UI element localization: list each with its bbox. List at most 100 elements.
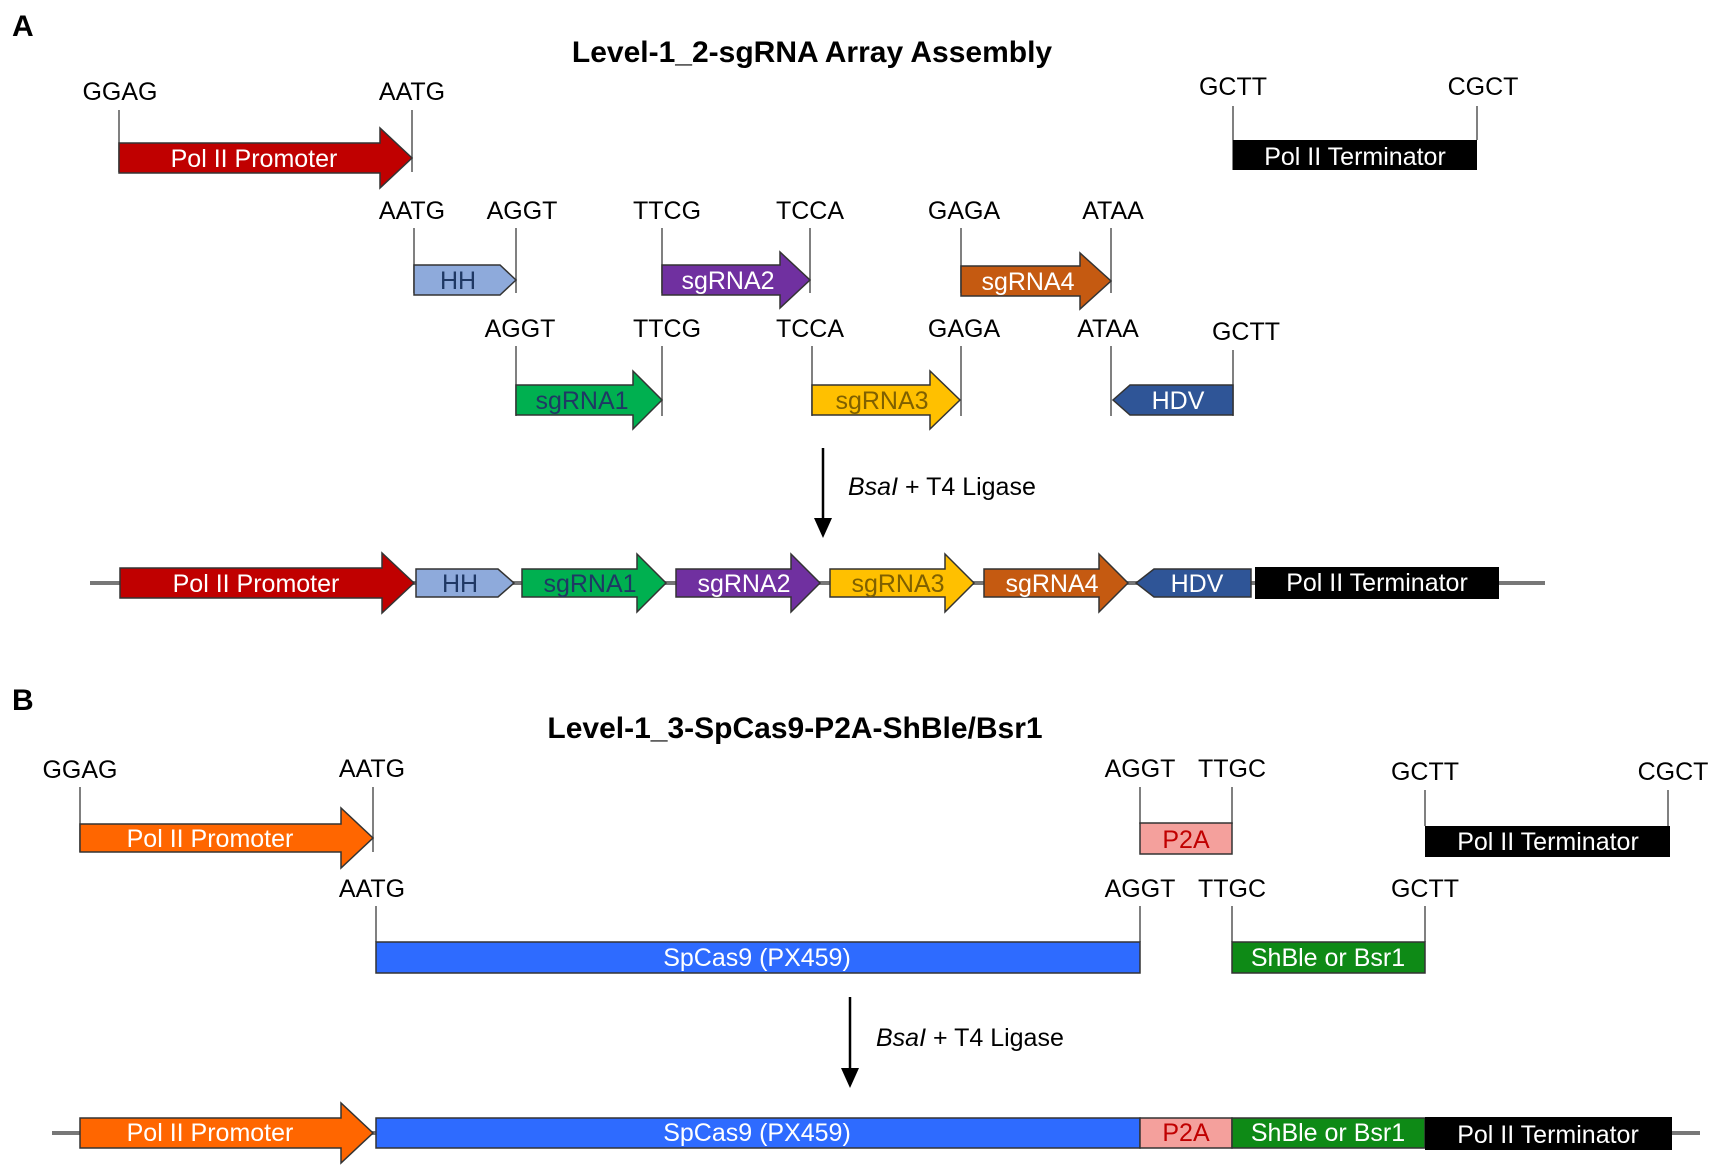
part-label: Pol II Promoter bbox=[127, 825, 294, 853]
assembled-sgrna4: sgRNA4 bbox=[983, 552, 1130, 614]
site-label: ATAA bbox=[1082, 197, 1144, 225]
part-label: sgRNA1 bbox=[543, 570, 636, 598]
site-label: AATG bbox=[339, 755, 405, 783]
sgrna2-arrow bbox=[661, 250, 812, 310]
arrow-head-icon bbox=[841, 1068, 859, 1088]
part-label: sgRNA2 bbox=[681, 267, 774, 295]
part-label: HH bbox=[442, 570, 478, 598]
panel-b: B Level-1_3-SpCas9-P2A-ShBle/Bsr1 GGAG A… bbox=[12, 684, 1708, 1165]
terminator-box bbox=[1425, 1117, 1672, 1150]
assembled-p2a: P2A bbox=[1139, 1117, 1233, 1149]
panel-a-title: Level-1_2-sgRNA Array Assembly bbox=[572, 36, 1053, 69]
panel-b-site-ticks bbox=[79, 787, 1669, 942]
promoter-arrow bbox=[79, 806, 375, 870]
reaction-label: BsaI + T4 Ligase bbox=[876, 1024, 1064, 1052]
assembled-promoter: Pol II Promoter bbox=[119, 551, 416, 615]
site-label: TTCG bbox=[633, 315, 701, 343]
sgrna1-arrow bbox=[515, 369, 664, 431]
site-label: TTGC bbox=[1198, 755, 1266, 783]
spcas9-box bbox=[375, 941, 1141, 974]
promoter-arrow bbox=[119, 551, 416, 615]
shble-box bbox=[1231, 1117, 1426, 1149]
part-label: Pol II Terminator bbox=[1264, 143, 1446, 171]
sgrna4-arrow bbox=[960, 251, 1113, 311]
hh-part: HH bbox=[413, 264, 518, 296]
part-label: HDV bbox=[1171, 570, 1224, 598]
assembled-terminator: Pol II Terminator bbox=[1425, 1117, 1672, 1150]
part-label: ShBle or Bsr1 bbox=[1251, 1119, 1405, 1147]
assembled-sgrna1: sgRNA1 bbox=[521, 552, 668, 614]
panel-a-reaction: BsaI + T4 Ligase bbox=[814, 448, 1036, 538]
site-label: CGCT bbox=[1448, 73, 1519, 101]
spcas9-box bbox=[375, 1117, 1141, 1149]
hh-arrow bbox=[415, 568, 516, 598]
promoter-arrow bbox=[79, 1101, 375, 1165]
hdv-arrow bbox=[1111, 384, 1234, 416]
site-label: AATG bbox=[379, 78, 445, 106]
terminator-box bbox=[1425, 826, 1670, 857]
promoter-arrow bbox=[118, 126, 414, 190]
hdv-part: HDV bbox=[1111, 384, 1234, 416]
site-label: GCTT bbox=[1391, 875, 1459, 903]
sgrna4-part: sgRNA4 bbox=[960, 251, 1113, 311]
shble-bsr1-part: ShBle or Bsr1 bbox=[1231, 941, 1426, 974]
site-label: AATG bbox=[339, 875, 405, 903]
site-label: TTGC bbox=[1198, 875, 1266, 903]
site-label: CGCT bbox=[1638, 758, 1709, 786]
part-label: sgRNA3 bbox=[835, 387, 928, 415]
panel-a-assembled: Pol II Promoter HH sgRNA1 sgRNA2 sgRNA3 … bbox=[90, 551, 1545, 615]
site-label: AGGT bbox=[1105, 875, 1176, 903]
terminator-box bbox=[1255, 567, 1499, 599]
site-label: AGGT bbox=[1105, 755, 1176, 783]
sgrna2-arrow bbox=[675, 552, 822, 614]
site-label: GAGA bbox=[928, 315, 1001, 343]
part-label: sgRNA3 bbox=[851, 570, 944, 598]
shble-box bbox=[1231, 941, 1426, 974]
site-label: TCCA bbox=[776, 197, 844, 225]
pol-ii-terminator-part: Pol II Terminator bbox=[1425, 826, 1670, 857]
site-label: GCTT bbox=[1199, 73, 1267, 101]
sgrna1-part: sgRNA1 bbox=[515, 369, 664, 431]
panel-b-title: Level-1_3-SpCas9-P2A-ShBle/Bsr1 bbox=[547, 712, 1042, 745]
site-label: ATAA bbox=[1077, 315, 1139, 343]
panel-b-sites: GGAG AATG AGGT TTGC GCTT CGCT AATG AGGT … bbox=[42, 755, 1708, 903]
assembled-terminator: Pol II Terminator bbox=[1255, 567, 1499, 599]
part-label: Pol II Terminator bbox=[1286, 569, 1468, 597]
site-label: GGAG bbox=[42, 756, 117, 784]
panel-b-assembled: Pol II Promoter SpCas9 (PX459) P2A ShBle… bbox=[52, 1101, 1700, 1165]
panel-a-sites: GGAG AATG GCTT CGCT AATG AGGT TTCG TCCA … bbox=[82, 73, 1518, 346]
arrow-head-icon bbox=[814, 518, 832, 538]
site-label: AGGT bbox=[485, 315, 556, 343]
pol-ii-terminator-part: Pol II Terminator bbox=[1233, 140, 1477, 171]
assembled-hh: HH bbox=[415, 568, 516, 598]
part-label: Pol II Terminator bbox=[1457, 828, 1639, 856]
part-label: ShBle or Bsr1 bbox=[1251, 944, 1405, 972]
assembled-sgrna3: sgRNA3 bbox=[829, 552, 976, 614]
panel-a: A Level-1_2-sgRNA Array Assembly GGAG AA… bbox=[12, 10, 1545, 615]
part-label: sgRNA4 bbox=[981, 268, 1074, 296]
panel-b-parts: Pol II Promoter P2A Pol II Terminator Sp… bbox=[79, 806, 1670, 974]
p2a-part: P2A bbox=[1139, 822, 1233, 855]
sgrna3-arrow bbox=[829, 552, 976, 614]
hh-arrow bbox=[413, 264, 518, 296]
part-label: sgRNA2 bbox=[697, 570, 790, 598]
site-label: GCTT bbox=[1212, 318, 1280, 346]
part-label: HH bbox=[440, 267, 476, 295]
part-label: P2A bbox=[1162, 826, 1210, 854]
p2a-box bbox=[1139, 822, 1233, 855]
assembled-spcas9: SpCas9 (PX459) bbox=[375, 1117, 1141, 1149]
sgrna2-part: sgRNA2 bbox=[661, 250, 812, 310]
hdv-arrow bbox=[1134, 568, 1252, 598]
sgrna3-part: sgRNA3 bbox=[811, 369, 962, 431]
part-label: sgRNA4 bbox=[1005, 570, 1098, 598]
spcas9-part: SpCas9 (PX459) bbox=[375, 941, 1141, 974]
site-label: TCCA bbox=[776, 315, 844, 343]
assembled-promoter: Pol II Promoter bbox=[79, 1101, 375, 1165]
pol-ii-promoter-part: Pol II Promoter bbox=[79, 806, 375, 870]
site-label: AGGT bbox=[487, 197, 558, 225]
pol-ii-promoter-part: Pol II Promoter bbox=[118, 126, 414, 190]
part-label: Pol II Terminator bbox=[1457, 1121, 1639, 1149]
part-label: Pol II Promoter bbox=[173, 570, 340, 598]
panel-a-label: A bbox=[12, 10, 34, 43]
